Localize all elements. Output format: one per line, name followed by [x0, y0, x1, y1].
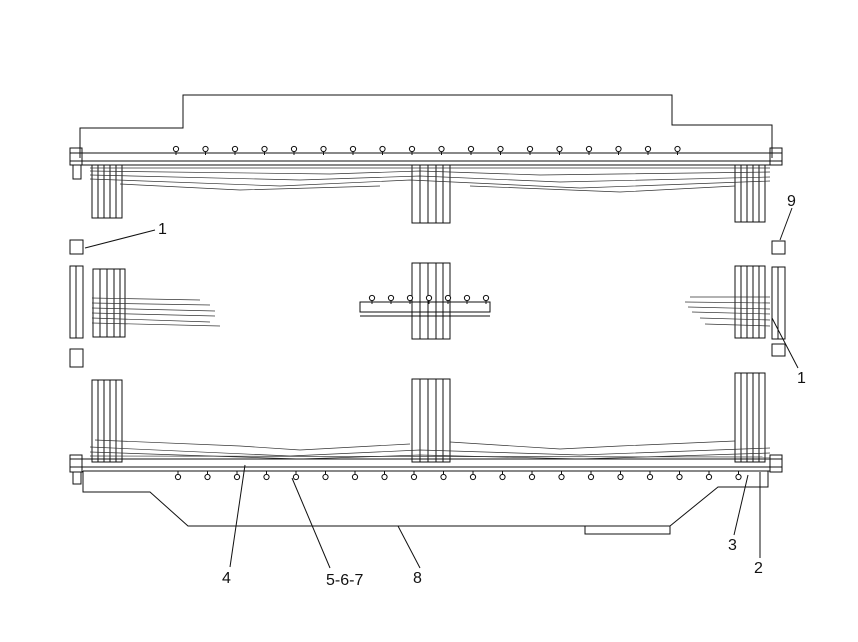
bolt-head: [322, 473, 329, 481]
bolt-head: [387, 294, 395, 302]
leader-4: [229, 464, 246, 568]
bolt-head: [408, 145, 416, 153]
bolt-head: [261, 145, 268, 153]
bottom-left-end-foot: [72, 471, 82, 485]
middle-assembly: [69, 239, 786, 368]
leader-567: [291, 477, 331, 569]
callout-9: 9: [787, 193, 796, 210]
mid-right-clamp-pack: [734, 265, 766, 339]
bolt-head: [585, 145, 593, 153]
callout-1-upper: 1: [158, 221, 167, 238]
leader-9: [779, 207, 793, 241]
bolt-head: [646, 473, 654, 481]
leader-8: [397, 525, 421, 569]
top-center-clamp-pack: [411, 164, 451, 224]
bolt-head: [676, 473, 683, 481]
bolt-head: [231, 145, 239, 153]
leader-1b: [771, 317, 799, 369]
bottom-right-end-cap: [769, 454, 783, 473]
left-spacer-top: [69, 239, 84, 255]
bolt-head: [467, 145, 475, 153]
bolt-head: [438, 145, 445, 153]
bolt-head: [290, 145, 298, 153]
bolt-head: [558, 473, 565, 481]
mid-left-plate-fan: [91, 297, 221, 327]
bolt-head: [499, 473, 506, 481]
bolt-head: [406, 294, 414, 302]
bottom-frame-outline: [82, 471, 769, 527]
bottom-rail: [69, 458, 783, 468]
top-frame-outline: [79, 94, 773, 158]
bolt-head: [526, 145, 534, 153]
bolt-head: [379, 145, 386, 153]
bolt-head: [615, 145, 622, 153]
bottom-left-clamp-pack: [91, 379, 123, 463]
bolt-head: [263, 473, 270, 481]
bolt-head: [528, 473, 536, 481]
bottom-right-clamp-pack: [734, 372, 766, 463]
top-left-end-foot: [72, 164, 82, 180]
callout-4: 4: [222, 570, 231, 587]
bolt-head: [644, 145, 652, 153]
mid-center-bar: [359, 301, 491, 317]
bottom-left-end-cap: [69, 454, 83, 473]
bolt-head: [735, 473, 742, 481]
bolt-head: [497, 145, 504, 153]
bolt-head: [444, 294, 452, 302]
bolt-head: [440, 473, 447, 481]
bolt-head: [482, 294, 490, 302]
mid-center-clamp-pack: [411, 262, 451, 340]
bolt-head: [410, 473, 418, 481]
callout-1-lower: 1: [797, 370, 806, 387]
bolt-head: [381, 473, 388, 481]
bottom-plate-stack: [89, 439, 771, 460]
bolt-head: [320, 145, 327, 153]
right-spacer-top: [771, 240, 786, 255]
bolt-head: [233, 473, 241, 481]
leader-lines: [84, 207, 799, 569]
bolt-head: [674, 145, 681, 153]
bolt-head: [617, 473, 624, 481]
bottom-frame-assembly: [69, 372, 783, 535]
callout-3: 3: [728, 537, 737, 554]
bolt-head: [587, 473, 595, 481]
bolt-head: [349, 145, 357, 153]
bolt-head: [463, 294, 471, 302]
bolt-head: [469, 473, 477, 481]
top-frame-assembly: [69, 94, 783, 224]
bolt-head: [425, 294, 433, 302]
callout-5-6-7: 5-6-7: [326, 572, 363, 589]
bottom-bolt-row: [174, 471, 742, 481]
callout-labels: 1 9 1 4 5-6-7 8 3 2: [158, 193, 806, 589]
bottom-center-clamp-pack: [411, 378, 451, 463]
top-bolt-row: [172, 145, 681, 155]
bolt-head: [705, 473, 713, 481]
leader-3: [733, 474, 749, 536]
top-right-clamp-pack: [734, 164, 766, 223]
bolt-head: [172, 145, 180, 153]
top-right-end-cap: [769, 147, 783, 166]
callout-2: 2: [754, 560, 763, 577]
bolt-head: [556, 145, 563, 153]
mid-right-plate-fan: [684, 296, 771, 327]
left-spacer-bottom: [69, 348, 84, 368]
bolt-head: [292, 473, 300, 481]
top-left-clamp-pack: [91, 164, 123, 219]
top-plate-stack: [89, 167, 771, 193]
bolt-head: [351, 473, 359, 481]
top-rail: [69, 152, 783, 162]
callout-8: 8: [413, 570, 422, 587]
right-spacer-bottom: [771, 343, 786, 357]
mid-bolt-row: [368, 294, 490, 304]
bolt-head: [174, 473, 182, 481]
bolt-head: [204, 473, 211, 481]
bolt-head: [202, 145, 209, 153]
bolt-head: [368, 294, 376, 302]
bottom-frame-tab: [584, 525, 671, 535]
leader-1a: [84, 229, 156, 249]
